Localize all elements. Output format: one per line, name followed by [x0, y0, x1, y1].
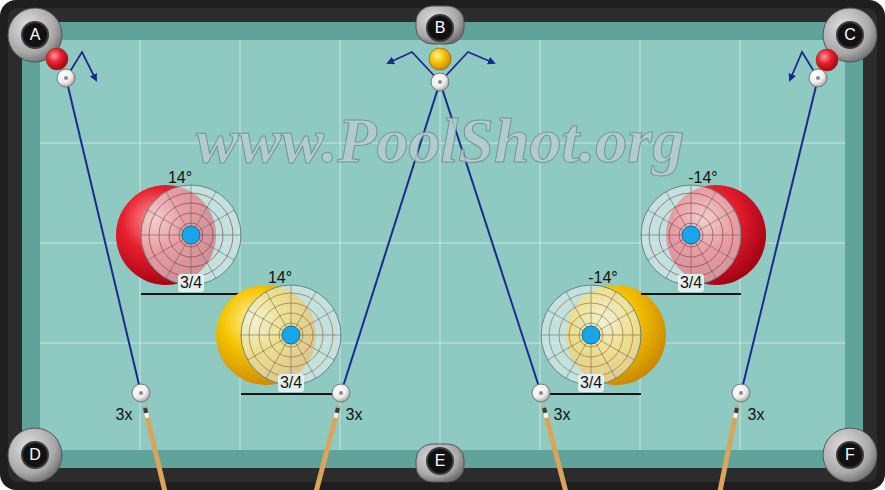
cue-ball-spot [64, 76, 68, 80]
grid-line [40, 343, 845, 344]
ghost-ball [641, 185, 741, 285]
cue-ball [431, 73, 449, 91]
ball-fraction: 3/4 [178, 274, 204, 292]
aim-ring [279, 323, 303, 347]
pocket-letter: E [435, 453, 446, 469]
cue-ball-spot [539, 391, 543, 395]
aim-ring [579, 323, 603, 347]
cue-ball-spot [816, 76, 820, 80]
cue-ball [332, 384, 350, 402]
cue-tip [337, 408, 338, 413]
cue-ball [132, 384, 150, 402]
cloth [40, 40, 845, 450]
ghost-ball [541, 285, 641, 385]
cue-ball-spot [139, 391, 143, 395]
pocket-letter: B [435, 20, 446, 36]
cue-ferrule [735, 413, 736, 418]
fraction-underline [541, 393, 641, 395]
object-ball [816, 49, 838, 71]
pocket-label: F [836, 441, 864, 469]
speed-note: 3x [344, 406, 365, 424]
ball-fraction: 3/4 [278, 374, 304, 392]
watermark: www.PoolShot.org [196, 106, 684, 176]
cut-angle: 14° [166, 169, 194, 187]
fraction-underline [141, 293, 241, 295]
corner-pocket [8, 428, 62, 482]
aim-diagram [216, 285, 341, 394]
cue-ball [532, 384, 550, 402]
speed-note: 3x [746, 406, 767, 424]
cue-ball-path [66, 78, 141, 393]
speed-note: 3x [114, 406, 135, 424]
pocket-label: B [426, 14, 454, 42]
grid-line [640, 40, 641, 450]
object-ball [429, 48, 451, 70]
cue-ball [809, 69, 827, 87]
cue-tip [544, 408, 545, 413]
cue-ball-spot [739, 391, 743, 395]
ghost-ball [241, 285, 341, 385]
object-ball [46, 48, 68, 70]
aim-diagram [116, 185, 241, 294]
corner-pocket [823, 428, 877, 482]
side-pocket [416, 6, 464, 44]
pocket-label: D [21, 441, 49, 469]
ball-fraction: 3/4 [578, 374, 604, 392]
cue-shaft [719, 408, 737, 490]
pocket-label: A [21, 21, 49, 49]
side-pocket [416, 444, 464, 482]
aim-diagram [641, 185, 766, 294]
cue-ferrule [335, 413, 336, 418]
contact-dot [182, 226, 200, 244]
cue-shaft [145, 408, 166, 490]
cue-ball-spot [438, 80, 442, 84]
cue-shaft [315, 408, 338, 490]
contact-dot [682, 226, 700, 244]
contact-dot [582, 326, 600, 344]
cut-angle: -14° [686, 169, 720, 187]
aim-ring [179, 223, 203, 247]
grid-line [440, 40, 441, 450]
pocket-letter: A [30, 27, 41, 43]
ghost-ball [141, 185, 241, 285]
cue-ferrule [146, 413, 147, 418]
cue-tip [145, 408, 146, 413]
cue-ball-spot [339, 391, 343, 395]
pocket-letter: D [29, 447, 41, 463]
cue-ball [57, 69, 75, 87]
aim-diagram [541, 285, 666, 394]
cue-tip [736, 408, 737, 413]
pocket-label: E [426, 447, 454, 475]
fraction-underline [641, 293, 741, 295]
pocket-letter: F [845, 447, 855, 463]
table-rail-inner [8, 8, 877, 482]
pocket-letter: C [844, 27, 856, 43]
cue-ball [732, 384, 750, 402]
cut-angle: -14° [586, 269, 620, 287]
cut-angle: 14° [266, 269, 294, 287]
speed-note: 3x [552, 406, 573, 424]
cue-ferrule [545, 413, 546, 418]
pocket-label: C [836, 21, 864, 49]
cue-ball-path [741, 78, 818, 393]
contact-dot [282, 326, 300, 344]
aim-ring [679, 223, 703, 247]
ball-fraction: 3/4 [678, 274, 704, 292]
fraction-underline [241, 393, 341, 395]
cushion [22, 22, 863, 468]
